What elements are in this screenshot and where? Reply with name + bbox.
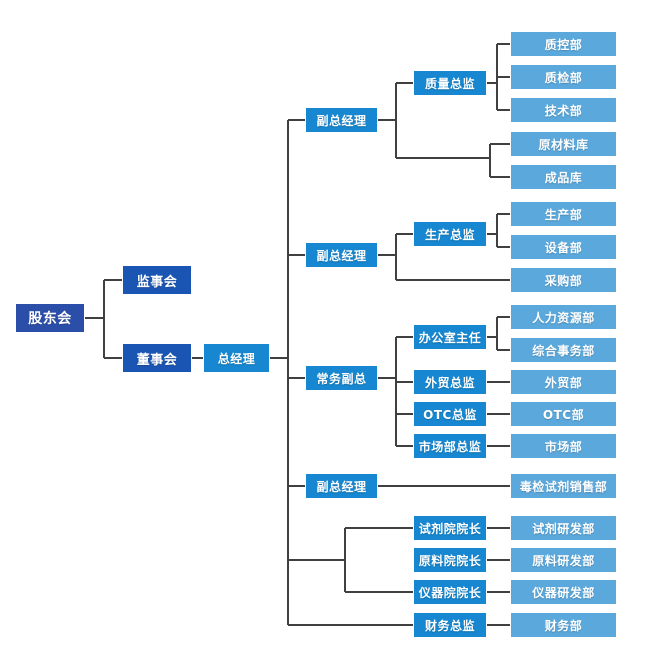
node-quality-director[interactable]: 质量总监 (413, 70, 487, 96)
node-qa-dept[interactable]: 质检部 (510, 64, 617, 90)
node-reagent-dean[interactable]: 试剂院院长 (413, 515, 487, 541)
node-deputy-gm-1[interactable]: 副总经理 (305, 107, 378, 133)
node-equipment-dept[interactable]: 设备部 (510, 234, 617, 260)
node-otc-director[interactable]: OTC总监 (413, 401, 487, 427)
node-foreign-trade-director[interactable]: 外贸总监 (413, 369, 487, 395)
node-office-director[interactable]: 办公室主任 (413, 324, 487, 350)
node-market-dept[interactable]: 市场部 (510, 433, 617, 459)
node-finance-director[interactable]: 财务总监 (413, 612, 487, 638)
node-production-director[interactable]: 生产总监 (413, 221, 487, 247)
node-toxicology-sales-dept[interactable]: 毒检试剂销售部 (510, 473, 617, 499)
node-deputy-gm-2[interactable]: 副总经理 (305, 242, 378, 268)
node-tech-dept[interactable]: 技术部 (510, 97, 617, 123)
node-finished-goods-warehouse[interactable]: 成品库 (510, 164, 617, 190)
node-general-manager[interactable]: 总经理 (203, 343, 270, 373)
node-finance-dept[interactable]: 财务部 (510, 612, 617, 638)
node-supervisors[interactable]: 监事会 (122, 265, 192, 295)
node-instrument-dean[interactable]: 仪器院院长 (413, 579, 487, 605)
node-general-affairs-dept[interactable]: 综合事务部 (510, 337, 617, 363)
node-reagent-rd-dept[interactable]: 试剂研发部 (510, 515, 617, 541)
node-market-director[interactable]: 市场部总监 (413, 433, 487, 459)
node-material-dean[interactable]: 原料院院长 (413, 547, 487, 573)
node-deputy-gm-3[interactable]: 副总经理 (305, 473, 378, 499)
node-raw-material-warehouse[interactable]: 原材料库 (510, 131, 617, 157)
node-production-dept[interactable]: 生产部 (510, 201, 617, 227)
node-hr-dept[interactable]: 人力资源部 (510, 304, 617, 330)
node-board[interactable]: 董事会 (122, 343, 192, 373)
node-otc-dept[interactable]: OTC部 (510, 401, 617, 427)
node-foreign-trade-dept[interactable]: 外贸部 (510, 369, 617, 395)
node-qc-dept[interactable]: 质控部 (510, 31, 617, 57)
node-material-rd-dept[interactable]: 原料研发部 (510, 547, 617, 573)
node-standing-deputy[interactable]: 常务副总 (305, 365, 378, 391)
node-instrument-rd-dept[interactable]: 仪器研发部 (510, 579, 617, 605)
node-shareholders[interactable]: 股东会 (15, 303, 85, 333)
node-purchasing-dept[interactable]: 采购部 (510, 267, 617, 293)
